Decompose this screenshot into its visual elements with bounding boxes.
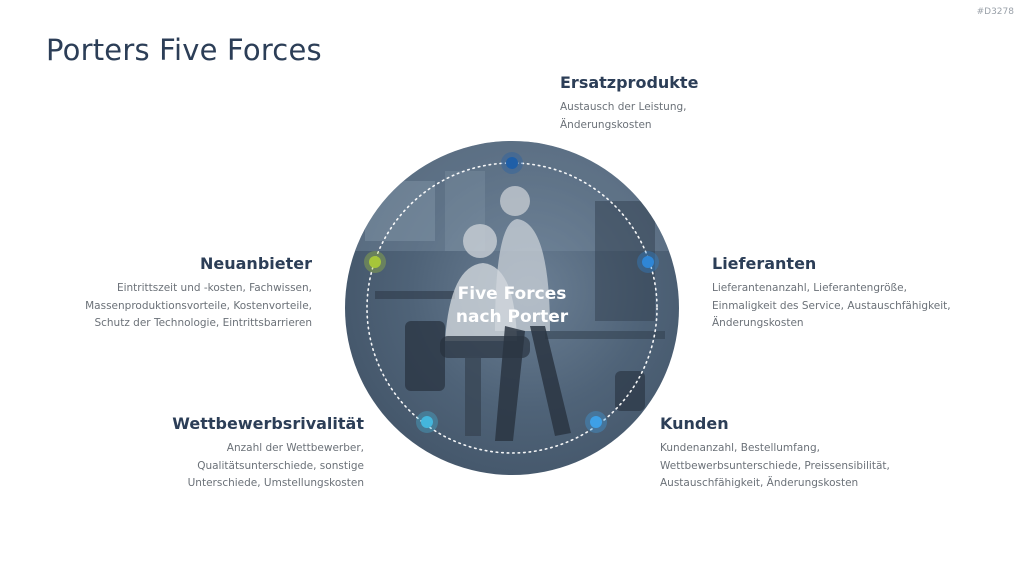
force-title: Kunden <box>660 414 890 433</box>
force-description: Eintrittszeit und -kosten, Fachwissen, M… <box>60 280 312 333</box>
force-description: Lieferantenanzahl, Lieferantengröße, Ein… <box>712 280 951 333</box>
center-label: Five Forces nach Porter <box>345 283 679 329</box>
marker-neuanbieter-core <box>369 256 381 268</box>
marker-ersatzprodukte-core <box>506 157 518 169</box>
force-title: Ersatzprodukte <box>560 73 698 92</box>
force-description: Austausch der Leistung, Änderungskosten <box>560 99 698 134</box>
center-label-line2: nach Porter <box>345 306 679 329</box>
marker-lieferanten-core <box>642 256 654 268</box>
force-wettbewerbsrivalitaet: Wettbewerbsrivalität Anzahl der Wettbewe… <box>150 414 364 493</box>
force-lieferanten: Lieferanten Lieferantenanzahl, Lieferant… <box>712 254 951 333</box>
marker-wettbewerb <box>416 411 438 433</box>
marker-lieferanten <box>637 251 659 273</box>
force-description: Anzahl der Wettbewerber, Qualitätsunters… <box>150 440 364 493</box>
marker-ersatzprodukte <box>501 152 523 174</box>
slide-id: #D3278 <box>977 7 1014 17</box>
force-ersatzprodukte: Ersatzprodukte Austausch der Leistung, Ä… <box>560 73 698 134</box>
marker-neuanbieter <box>364 251 386 273</box>
force-description: Kundenanzahl, Bestellumfang, Wettbewerbs… <box>660 440 890 493</box>
force-title: Neuanbieter <box>60 254 312 273</box>
marker-kunden-core <box>590 416 602 428</box>
force-neuanbieter: Neuanbieter Eintrittszeit und -kosten, F… <box>60 254 312 333</box>
page-title: Porters Five Forces <box>46 33 322 67</box>
marker-wettbewerb-core <box>421 416 433 428</box>
force-kunden: Kunden Kundenanzahl, Bestellumfang, Wett… <box>660 414 890 493</box>
force-title: Wettbewerbsrivalität <box>150 414 364 433</box>
center-label-line1: Five Forces <box>345 283 679 306</box>
force-title: Lieferanten <box>712 254 951 273</box>
marker-kunden <box>585 411 607 433</box>
